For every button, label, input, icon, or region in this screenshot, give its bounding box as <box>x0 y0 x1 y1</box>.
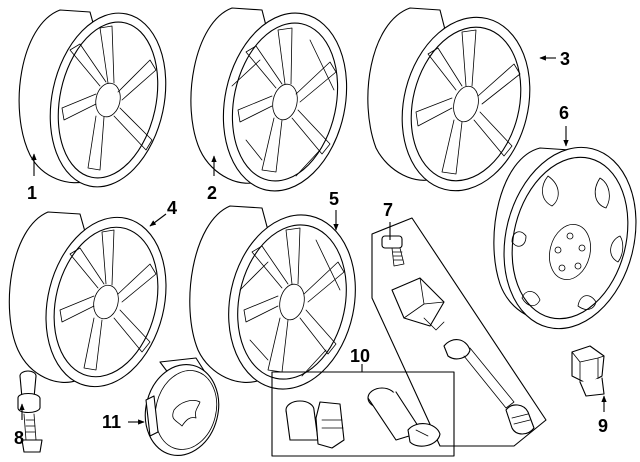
wheel-3[interactable]: 3 <box>367 4 570 205</box>
callout-9: 9 <box>598 416 608 436</box>
wheel-lock-kit[interactable]: 10 <box>271 346 455 457</box>
wheel-4[interactable]: 4 <box>8 198 183 399</box>
callout-10: 10 <box>350 346 370 366</box>
callout-1: 1 <box>27 183 37 203</box>
callout-6: 6 <box>559 103 569 123</box>
callout-4: 4 <box>167 198 177 218</box>
pony-emblem-icon <box>172 400 201 427</box>
callout-11: 11 <box>102 412 121 432</box>
wheel-2[interactable]: 2 <box>190 1 362 203</box>
tpms-sensor-kit[interactable]: 7 <box>371 200 547 447</box>
wheel-6-spare[interactable]: 6 <box>486 103 640 343</box>
callout-5: 5 <box>329 189 339 209</box>
lug-nut[interactable]: 9 <box>571 345 608 436</box>
callout-2: 2 <box>207 183 217 203</box>
callout-7: 7 <box>383 200 393 220</box>
callout-8: 8 <box>14 428 24 448</box>
wheel-1[interactable]: 1 <box>18 2 181 203</box>
center-cap[interactable]: 11 <box>102 357 228 462</box>
wheel-5[interactable]: 5 <box>189 189 371 401</box>
kit-frame <box>271 371 455 457</box>
valve-stem[interactable]: 8 <box>14 370 43 453</box>
callout-3: 3 <box>560 49 570 69</box>
